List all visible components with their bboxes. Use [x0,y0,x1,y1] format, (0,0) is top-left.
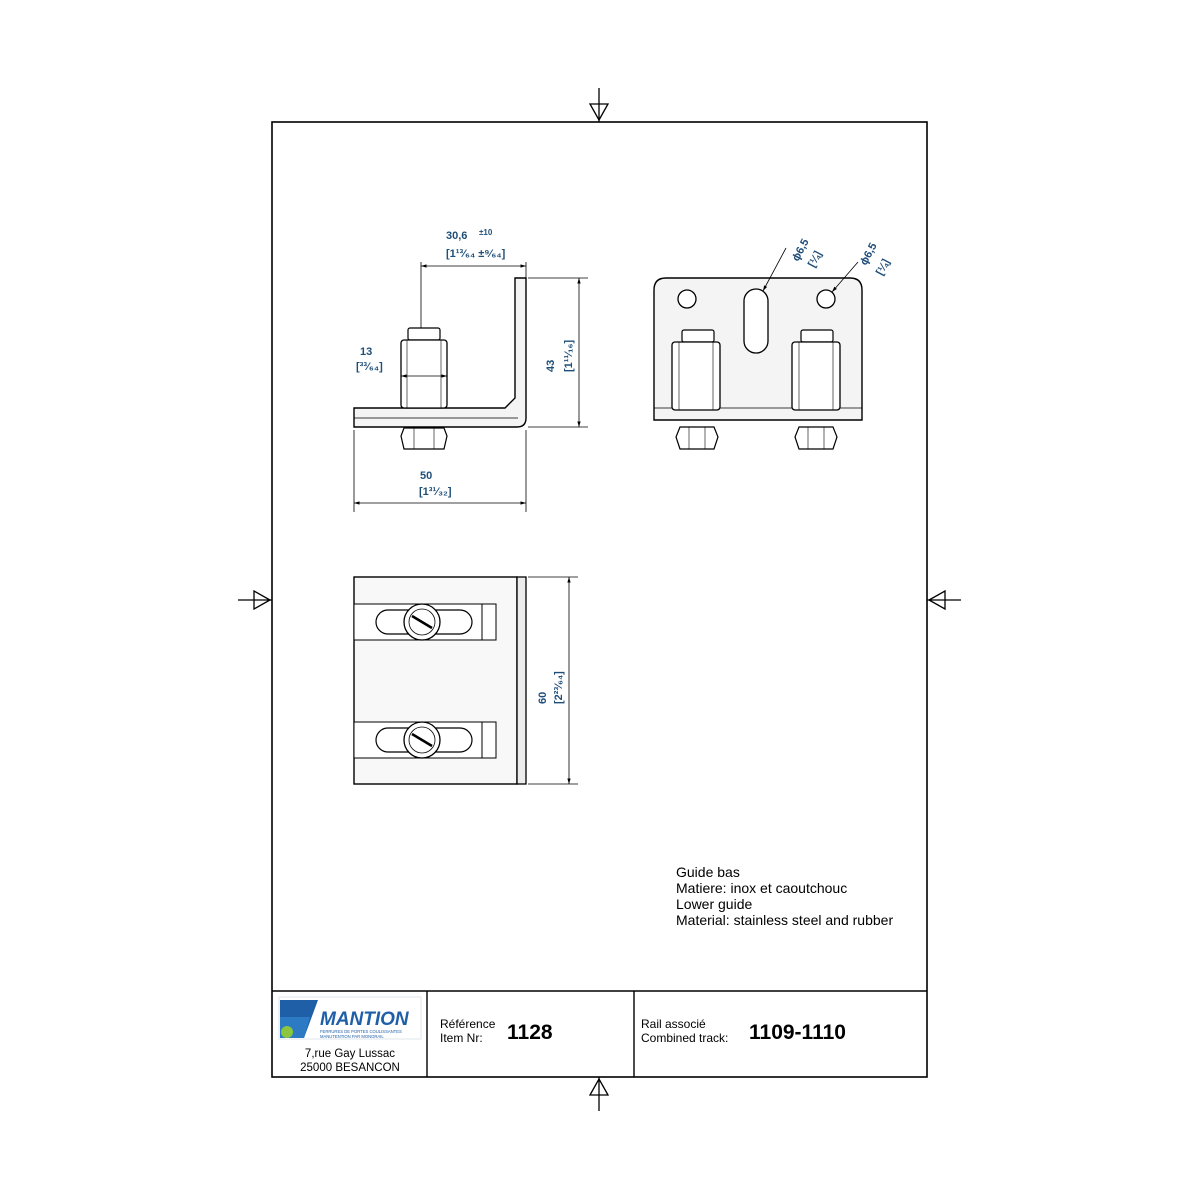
dim-hole-dia: ϕ6,5 [858,241,880,267]
dim-length-in: [2²³⁄₆₄] [553,671,565,704]
dim-base-width-in: [1³¹⁄₃₂] [419,486,452,498]
centering-mark-top [588,88,610,122]
address-line-2: 25000 BESANCON [300,1062,400,1074]
note-line-3: Lower guide [676,896,752,912]
reference-label-fr: Référence [440,1017,496,1031]
centering-mark-bottom [588,1077,610,1111]
nut-right [794,426,838,450]
top-view: 60 [2²³⁄₆₄] [353,576,578,785]
roller-cap-left [681,329,715,343]
note-line-2: Matiere: inox et caoutchouc [676,880,847,896]
dim-base-width: 50 [420,470,432,482]
nut [400,427,448,450]
logo-tagline-2: MANUTENTION PAR MONORAIL [320,1034,384,1039]
dim-length: 60 [537,692,549,704]
address-line-1: 7,rue Gay Lussac [305,1048,395,1060]
dim-slot-dia-in: [¼] [806,249,824,269]
mounting-hole-left [677,289,697,309]
rail-number: 1109-1110 [749,1021,846,1044]
reference-number: 1128 [507,1021,553,1044]
front-view: ϕ6,5 [¼] ϕ6,5 [¼] [653,237,893,450]
slot-assembly-lower [353,721,497,759]
roller-left [671,341,721,411]
dim-roller-dia-in: [³³⁄₆₄] [356,361,383,373]
roller-cap [407,327,441,341]
roller-cap-right [800,329,834,343]
dim-width-top-tol: ±10 [479,228,493,237]
dim-hole-dia-in: [¼] [874,257,892,277]
mantion-logo: MANTION FERRURES DE PORTES COULISSANTES … [278,996,422,1040]
side-view: 30,6 ±10 [1¹³⁄₆₄ ±⁹⁄₆₄] 13 [³³⁄₆₄] 43 [1… [353,228,588,512]
vertical-flange-top [516,576,527,785]
dim-roller-dia: 13 [360,346,372,358]
dim-height-in: [1¹¹⁄₁₆] [563,340,575,372]
dim-width-top: 30,6 [446,230,467,242]
roller [400,339,448,409]
rail-label-fr: Rail associé [641,1017,706,1031]
part-notes: Guide bas Matiere: inox et caoutchouc Lo… [676,864,893,928]
mounting-hole-right [816,289,836,309]
logo-tagline-1: FERRURES DE PORTES COULISSANTES [320,1029,402,1034]
bracket-profile [353,277,527,428]
dim-width-top-in: [1¹³⁄₆₄ ±⁹⁄₆₄] [446,248,506,260]
title-block: MANTION FERRURES DE PORTES COULISSANTES … [272,990,927,1077]
dim-height: 43 [545,360,557,372]
reference-label-en: Item Nr: [440,1031,483,1045]
logo-text: MANTION [320,1009,410,1030]
nut-left [675,426,719,450]
rail-label-en: Combined track: [641,1031,728,1045]
note-line-1: Guide bas [676,864,740,880]
centering-mark-right [927,589,961,611]
centering-mark-left [238,589,272,611]
note-line-4: Material: stainless steel and rubber [676,912,893,928]
adjustment-slot [743,288,769,354]
slot-assembly-upper [353,603,497,641]
roller-right [791,341,841,411]
